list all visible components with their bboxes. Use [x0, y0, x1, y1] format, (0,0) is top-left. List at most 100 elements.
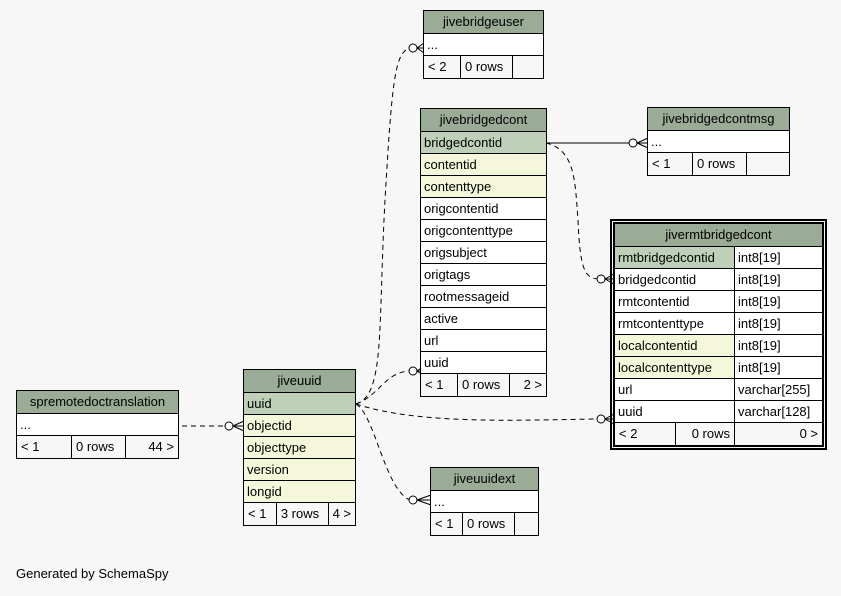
table-title: jivebridgeuser: [424, 11, 543, 34]
table-title: jivebridgedcont: [421, 109, 546, 132]
column-name: localcontentid: [615, 335, 734, 356]
column-row[interactable]: active: [421, 308, 546, 330]
rel-jiveuuid-jivermtbridgedcont: [355, 403, 599, 421]
column-type: int8[19]: [734, 313, 822, 334]
row-count: 0 rows: [675, 423, 734, 445]
parents-count[interactable]: < 1: [21, 439, 40, 454]
column-row[interactable]: objectid: [244, 415, 355, 437]
zero-marker: [408, 43, 418, 53]
column-row[interactable]: objecttype: [244, 437, 355, 459]
zero-marker: [596, 414, 606, 424]
table-jivermtbridgedcont[interactable]: jivermtbridgedcont rmtbridgedcontid int8…: [610, 219, 827, 450]
row-count: 0 rows: [460, 56, 512, 78]
column-name: rmtbridgedcontid: [615, 247, 734, 268]
column-type: varchar[255]: [734, 379, 822, 400]
table-jivebridgeuser[interactable]: jivebridgeuser ... < 2 0 rows: [423, 10, 544, 79]
column-row[interactable]: uuid: [421, 352, 546, 374]
zero-marker: [596, 274, 606, 284]
children-count[interactable]: [746, 153, 789, 175]
column-row[interactable]: contentid: [421, 154, 546, 176]
zero-marker: [408, 495, 418, 505]
column-type: int8[19]: [734, 247, 822, 268]
column-row[interactable]: bridgedcontid: [421, 132, 546, 154]
row-count: 0 rows: [462, 513, 514, 535]
row-count: 3 rows: [275, 503, 328, 525]
table-jivebridgedcontmsg[interactable]: jivebridgedcontmsg ... < 1 0 rows: [647, 107, 790, 176]
table-jiveuuidext[interactable]: jiveuuidext ... < 1 0 rows: [430, 467, 539, 536]
table-footer: < 1 0 rows 2 >: [421, 374, 546, 396]
zero-marker: [628, 138, 638, 148]
column-row[interactable]: url varchar[255]: [615, 379, 822, 401]
column-row[interactable]: ...: [424, 34, 543, 56]
parents-count[interactable]: < 1: [435, 516, 454, 531]
generated-by-label: Generated by SchemaSpy: [16, 566, 169, 581]
row-count: 0 rows: [692, 153, 746, 175]
column-row[interactable]: bridgedcontid int8[19]: [615, 269, 822, 291]
table-title: jiveuuidext: [431, 468, 538, 491]
row-count: 0 rows: [71, 436, 125, 458]
parents-count[interactable]: < 2: [428, 59, 447, 74]
crowfoot-marker: [636, 137, 649, 149]
zero-marker: [408, 366, 418, 376]
column-type: int8[19]: [734, 291, 822, 312]
column-row[interactable]: rmtbridgedcontid int8[19]: [615, 247, 822, 269]
crowfoot-marker: [604, 413, 615, 425]
table-title: spremotedoctranslation: [17, 391, 178, 414]
column-row[interactable]: longid: [244, 481, 355, 503]
column-row[interactable]: origtags: [421, 264, 546, 286]
column-row[interactable]: ...: [17, 414, 178, 436]
column-row[interactable]: url: [421, 330, 546, 352]
children-count[interactable]: 44 >: [125, 436, 178, 458]
column-type: int8[19]: [734, 357, 822, 378]
column-name: rmtcontentid: [618, 294, 690, 309]
table-footer: < 1 0 rows: [648, 153, 789, 175]
column-row[interactable]: uuid: [244, 393, 355, 415]
column-row[interactable]: localcontenttype int8[19]: [615, 357, 822, 379]
column-row[interactable]: localcontentid int8[19]: [615, 335, 822, 357]
column-row[interactable]: rmtcontenttype int8[19]: [615, 313, 822, 335]
table-jiveuuid[interactable]: jiveuuid uuid objectid objecttype versio…: [243, 369, 356, 526]
table-title: jiveuuid: [244, 370, 355, 393]
column-row[interactable]: origcontentid: [421, 198, 546, 220]
children-count[interactable]: 2 >: [509, 374, 546, 396]
children-count[interactable]: 4 >: [327, 503, 355, 525]
rel-bridgedcont-rmt: [545, 142, 599, 280]
table-jivebridgedcont[interactable]: jivebridgedcont bridgedcontid contentid …: [420, 108, 547, 397]
parents-count[interactable]: < 1: [425, 377, 444, 392]
rel-jiveuuid-jivebridgedcont: [355, 370, 411, 405]
children-count[interactable]: 0 >: [734, 423, 822, 445]
column-name: url: [618, 382, 633, 397]
column-row[interactable]: uuid varchar[128]: [615, 401, 822, 423]
column-name: rmtcontenttype: [618, 316, 704, 331]
table-footer: < 1 0 rows: [431, 513, 538, 535]
children-count[interactable]: [514, 513, 538, 535]
table-title: jivebridgedcontmsg: [648, 108, 789, 131]
column-name: localcontenttype: [615, 357, 734, 378]
crowfoot-marker: [232, 420, 245, 432]
column-type: varchar[128]: [734, 401, 822, 422]
column-row[interactable]: origsubject: [421, 242, 546, 264]
table-title: jivermtbridgedcont: [615, 224, 822, 247]
crowfoot-marker: [416, 494, 432, 506]
row-count: 0 rows: [457, 374, 509, 396]
column-row[interactable]: version: [244, 459, 355, 481]
parents-count[interactable]: < 1: [248, 506, 267, 521]
table-footer: < 2 0 rows 0 >: [615, 423, 822, 445]
table-spremotedoctranslation[interactable]: spremotedoctranslation ... < 1 0 rows 44…: [16, 390, 179, 459]
parents-count[interactable]: < 1: [652, 156, 671, 171]
column-type: int8[19]: [734, 335, 822, 356]
column-row[interactable]: rmtcontentid int8[19]: [615, 291, 822, 313]
column-row[interactable]: rootmessageid: [421, 286, 546, 308]
children-count[interactable]: [512, 56, 543, 78]
column-row[interactable]: ...: [431, 491, 538, 513]
column-row[interactable]: contenttype: [421, 176, 546, 198]
column-name: uuid: [618, 404, 643, 419]
table-footer: < 1 3 rows 4 >: [244, 503, 355, 525]
column-name: bridgedcontid: [618, 272, 697, 287]
column-row[interactable]: origcontenttype: [421, 220, 546, 242]
parents-count[interactable]: < 2: [619, 426, 638, 441]
crowfoot-marker: [416, 42, 425, 54]
column-type: int8[19]: [734, 269, 822, 290]
column-row[interactable]: ...: [648, 131, 789, 153]
